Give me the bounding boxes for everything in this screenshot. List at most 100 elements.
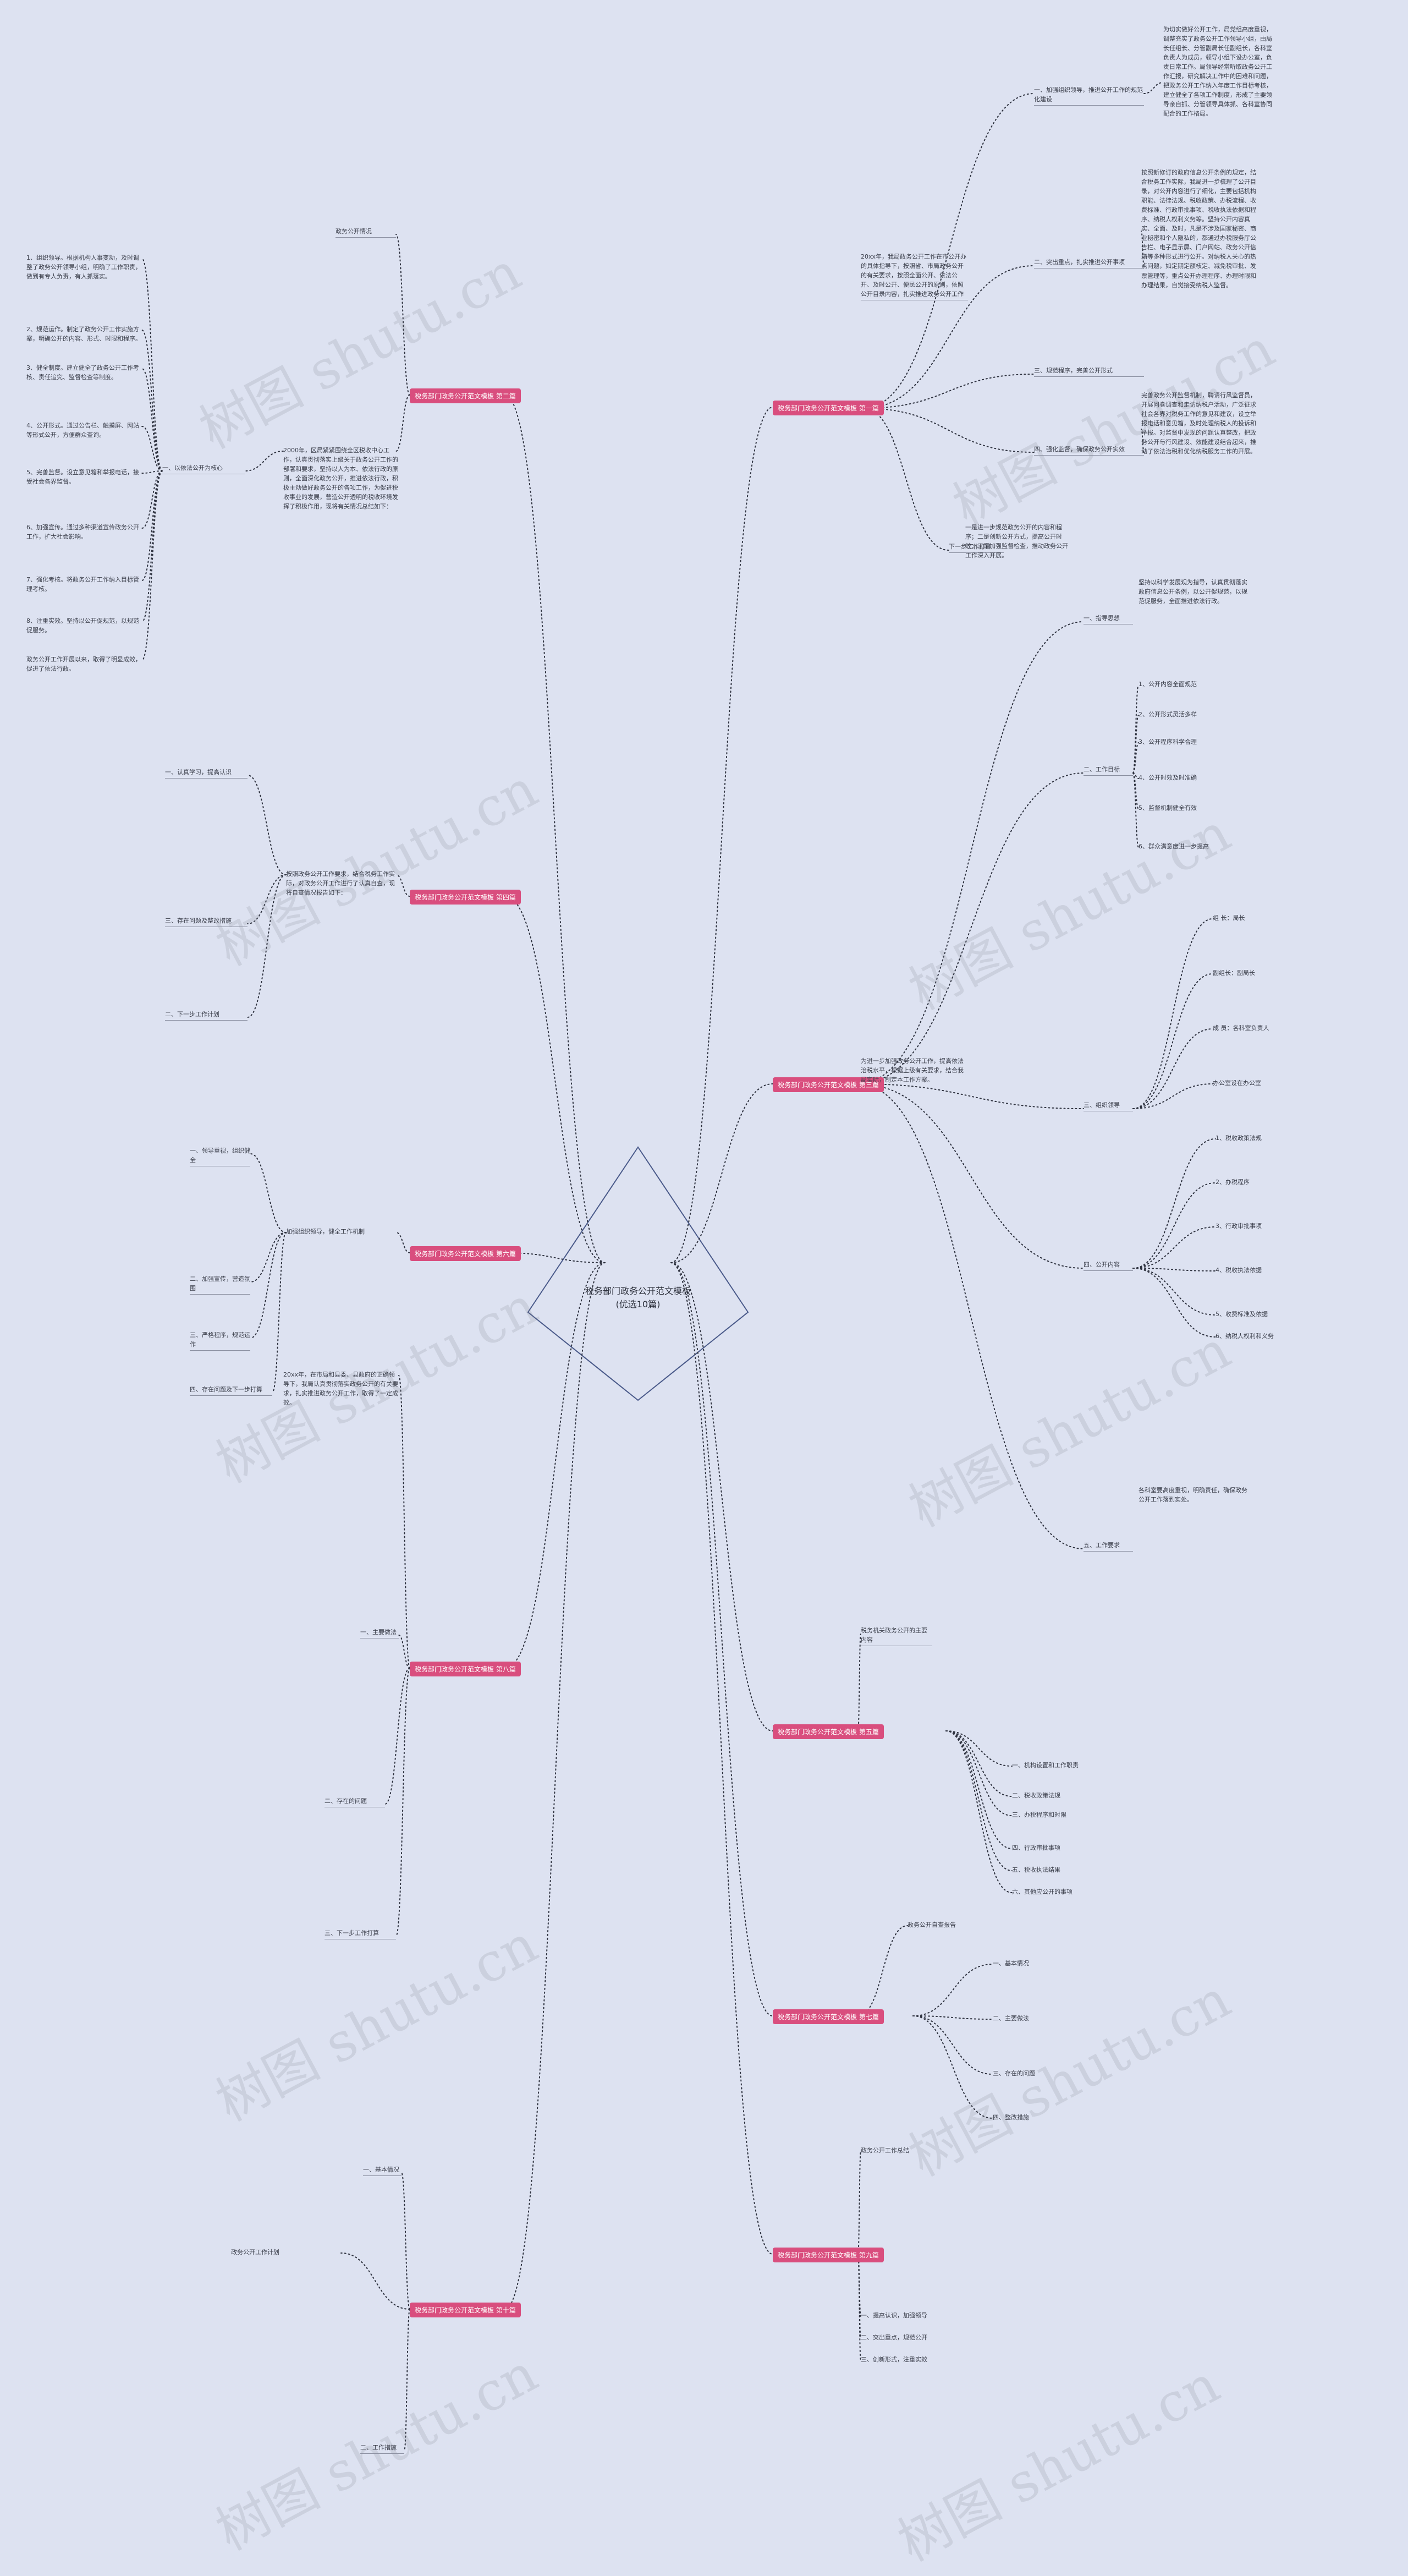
branch-connector-left-1: [504, 394, 606, 1263]
b1-connector: [863, 93, 1035, 409]
b3-connector: [857, 1083, 1084, 1549]
b5-sub-3[interactable]: 三、严格程序，规范运作: [190, 1330, 250, 1351]
b6-connector: [384, 1668, 410, 1805]
b2-item-connector: [141, 258, 163, 472]
b4-connector: [247, 874, 287, 924]
b3-connector: [857, 772, 1084, 1084]
b7-intro[interactable]: 税务机关政务公开的主要内容: [861, 1626, 932, 1647]
connector-lines: [141, 82, 1216, 2451]
b1-sub-2-text: 按照新修订的政府信息公开条例的规定，结合税务工作实际，我局进一步梳理了公开目录，…: [1141, 169, 1256, 289]
branch-1[interactable]: 税务部门政务公开范文模板 第一篇: [773, 401, 884, 415]
b5-sub-1[interactable]: 一、领导重视，组织健全: [190, 1146, 250, 1167]
b1-connector: [863, 265, 1035, 409]
b3-s3-item-1: 组 长：局长: [1213, 914, 1245, 922]
b1-sub-1[interactable]: 一、加强组织领导，推进公开工作的规范化建设: [1034, 85, 1144, 106]
b5l-connector: [272, 1232, 287, 1393]
b5-sub-2[interactable]: 二、加强宣传，营造氛围: [190, 1274, 250, 1295]
center-title: 税务部门政务公开范文模板(优选10篇): [585, 1286, 691, 1309]
b5l-connector: [250, 1153, 287, 1233]
branch-3[interactable]: 税务部门政务公开范文模板 第三篇: [773, 1077, 884, 1092]
b5r-item-connector: [945, 1730, 1013, 1871]
b10-connector: [401, 2172, 410, 2310]
b3-sub-5[interactable]: 五、工作要求: [1084, 1541, 1133, 1552]
b9-item-2: 二、突出重点，规范公开: [861, 2334, 927, 2341]
b2-item-4: 4、公开形式。通过公告栏、触摸屏、网站等形式公开，方便群众查询。: [26, 422, 139, 439]
b3-s2-connector: [1132, 684, 1139, 774]
b6-sub-1[interactable]: 一、主要做法: [360, 1627, 399, 1639]
b5r-item-connector: [945, 1730, 1013, 1767]
b5l-connector: [250, 1232, 287, 1339]
b6-sub-2[interactable]: 二、存在的问题: [324, 1796, 385, 1808]
b7r-item-connector: [912, 2015, 993, 2020]
b3-s2-item-6: 6、群众满意度进一步提高: [1138, 843, 1209, 850]
b3-s3-item-4: 办公室设在办公室: [1213, 1079, 1261, 1087]
b3-s4-connector: [1132, 1268, 1216, 1271]
branch-2[interactable]: 税务部门政务公开范文模板 第二篇: [410, 388, 521, 403]
b2-connector: [395, 394, 410, 452]
b3-connector: [857, 621, 1084, 1084]
b4-sub-1[interactable]: 一、认真学习，提高认识: [165, 768, 248, 779]
b4-sub-3[interactable]: 三、存在问题及整改措施: [165, 916, 248, 928]
b3-sub-4[interactable]: 四、公开内容: [1084, 1260, 1133, 1271]
branch-4[interactable]: 税务部门政务公开范文模板 第四篇: [410, 890, 521, 905]
b3-sub-1[interactable]: 一、指导思想: [1084, 613, 1133, 625]
b2-item-3: 3、健全制度。建立健全了政务公开工作考核、责任追究、监督检查等制度。: [26, 364, 139, 381]
b3-s2-item-4: 4、公开时效及时准确: [1138, 774, 1197, 781]
b10-sub-2[interactable]: 二、工作措施: [360, 2443, 404, 2454]
b3-s4-item-5: 5、收费标准及依据: [1216, 1311, 1268, 1318]
b1-sub-5[interactable]: 下一步工作打算: [949, 542, 1004, 553]
b2-sub-1[interactable]: 一、以依法公开为核心: [162, 463, 245, 475]
b3-s2-item-5: 5、监督机制健全有效: [1138, 804, 1197, 812]
b5r-item-connector: [945, 1730, 1013, 1893]
b6-connector: [398, 1635, 410, 1669]
branch-7[interactable]: 税务部门政务公开范文模板 第七篇: [773, 2009, 884, 2024]
b2-item-7: 7、强化考核。将政务公开工作纳入目标管理考核。: [26, 576, 139, 593]
b2-item-2: 2、规范运作。制定了政务公开工作实施方案，明确公开的内容、形式、时限和程序。: [26, 326, 141, 343]
branch-connector-right-3: [670, 1262, 773, 1731]
b4-connector: [247, 775, 287, 875]
b6-intro: 20xx年，在市局和县委、县政府的正确领导下，我局认真贯彻落实政务公开的有关要求…: [283, 1371, 398, 1407]
b7r-connector: [857, 1925, 908, 2016]
b3-s4-item-4: 4、税收执法依据: [1216, 1267, 1262, 1274]
branch-connector-left-4: [504, 1262, 606, 1669]
b3-s3-connector: [1132, 1083, 1213, 1109]
b3-connector: [857, 1083, 1084, 1269]
b2-connector: [244, 451, 284, 472]
b9-item-3: 三、创新形式，注重实效: [861, 2356, 927, 2363]
b9r-connector: [857, 2151, 861, 2255]
branch-connector-left-3: [504, 1252, 606, 1263]
b3-s4-item-2: 2、办税程序: [1216, 1179, 1250, 1186]
b1-sub-3[interactable]: 三、规范程序，完善公开形式: [1034, 366, 1144, 377]
b3-connector: [857, 1083, 1084, 1109]
b3-sub-3[interactable]: 三、组织领导: [1084, 1100, 1133, 1112]
b1-sub-1-text: 为切实做好公开工作，局党组高度重视，调整充实了政务公开工作领导小组，由局长任组长…: [1163, 26, 1272, 118]
b2-item-1: 1、组织领导。根据机构人事变动，及时调整了政务公开领导小组，明确了工作职责，做到…: [26, 254, 141, 281]
b2-item-connector: [141, 426, 163, 472]
b1-connector: [1143, 82, 1164, 94]
b3-intro: 为进一步加强政务公开工作，提高依法治税水平，根据上级有关要求，结合我局实际，制定…: [861, 1057, 964, 1084]
b10-connector: [340, 2252, 410, 2310]
b8-item-3: 三、存在的问题: [993, 2070, 1035, 2077]
branch-6[interactable]: 税务部门政务公开范文模板 第六篇: [410, 1246, 521, 1261]
b4-sub-2[interactable]: 二、下一步工作计划: [165, 1010, 248, 1021]
branch-9[interactable]: 税务部门政务公开范文模板 第九篇: [773, 2248, 884, 2262]
b3-s4-connector: [1132, 1138, 1216, 1269]
branch-5[interactable]: 税务部门政务公开范文模板 第五篇: [773, 1724, 884, 1739]
b3-sub-2[interactable]: 二、工作目标: [1084, 765, 1133, 776]
b7-item-3: 三、办税程序和时限: [1012, 1811, 1066, 1818]
b10-sub-1[interactable]: 一、基本情况: [363, 2165, 402, 2177]
b4-connector: [247, 874, 287, 1018]
b1-connector: [863, 374, 1035, 409]
b3-s4-connector: [1132, 1268, 1216, 1338]
b7-item-2: 二、税收政策法规: [1012, 1792, 1060, 1799]
b5r-connector: [857, 1634, 861, 1731]
b5-sub-4[interactable]: 四、存在问题及下一步打算: [190, 1385, 272, 1396]
branch-10[interactable]: 税务部门政务公开范文模板 第十篇: [410, 2303, 521, 2317]
branch-8[interactable]: 税务部门政务公开范文模板 第八篇: [410, 1662, 521, 1676]
b2-heading[interactable]: 政务公开情况: [336, 227, 396, 238]
b9-intro: 政务公开工作总结: [861, 2147, 909, 2154]
b1-sub-2[interactable]: 二、突出重点，扎实推进公开事项: [1034, 257, 1144, 269]
b6-sub-3[interactable]: 三、下一步工作打算: [324, 1928, 396, 1940]
b8-intro: 政务公开自查报告: [908, 1921, 956, 1928]
b1-sub-4[interactable]: 四、强化监督，确保政务公开实效: [1034, 445, 1144, 456]
